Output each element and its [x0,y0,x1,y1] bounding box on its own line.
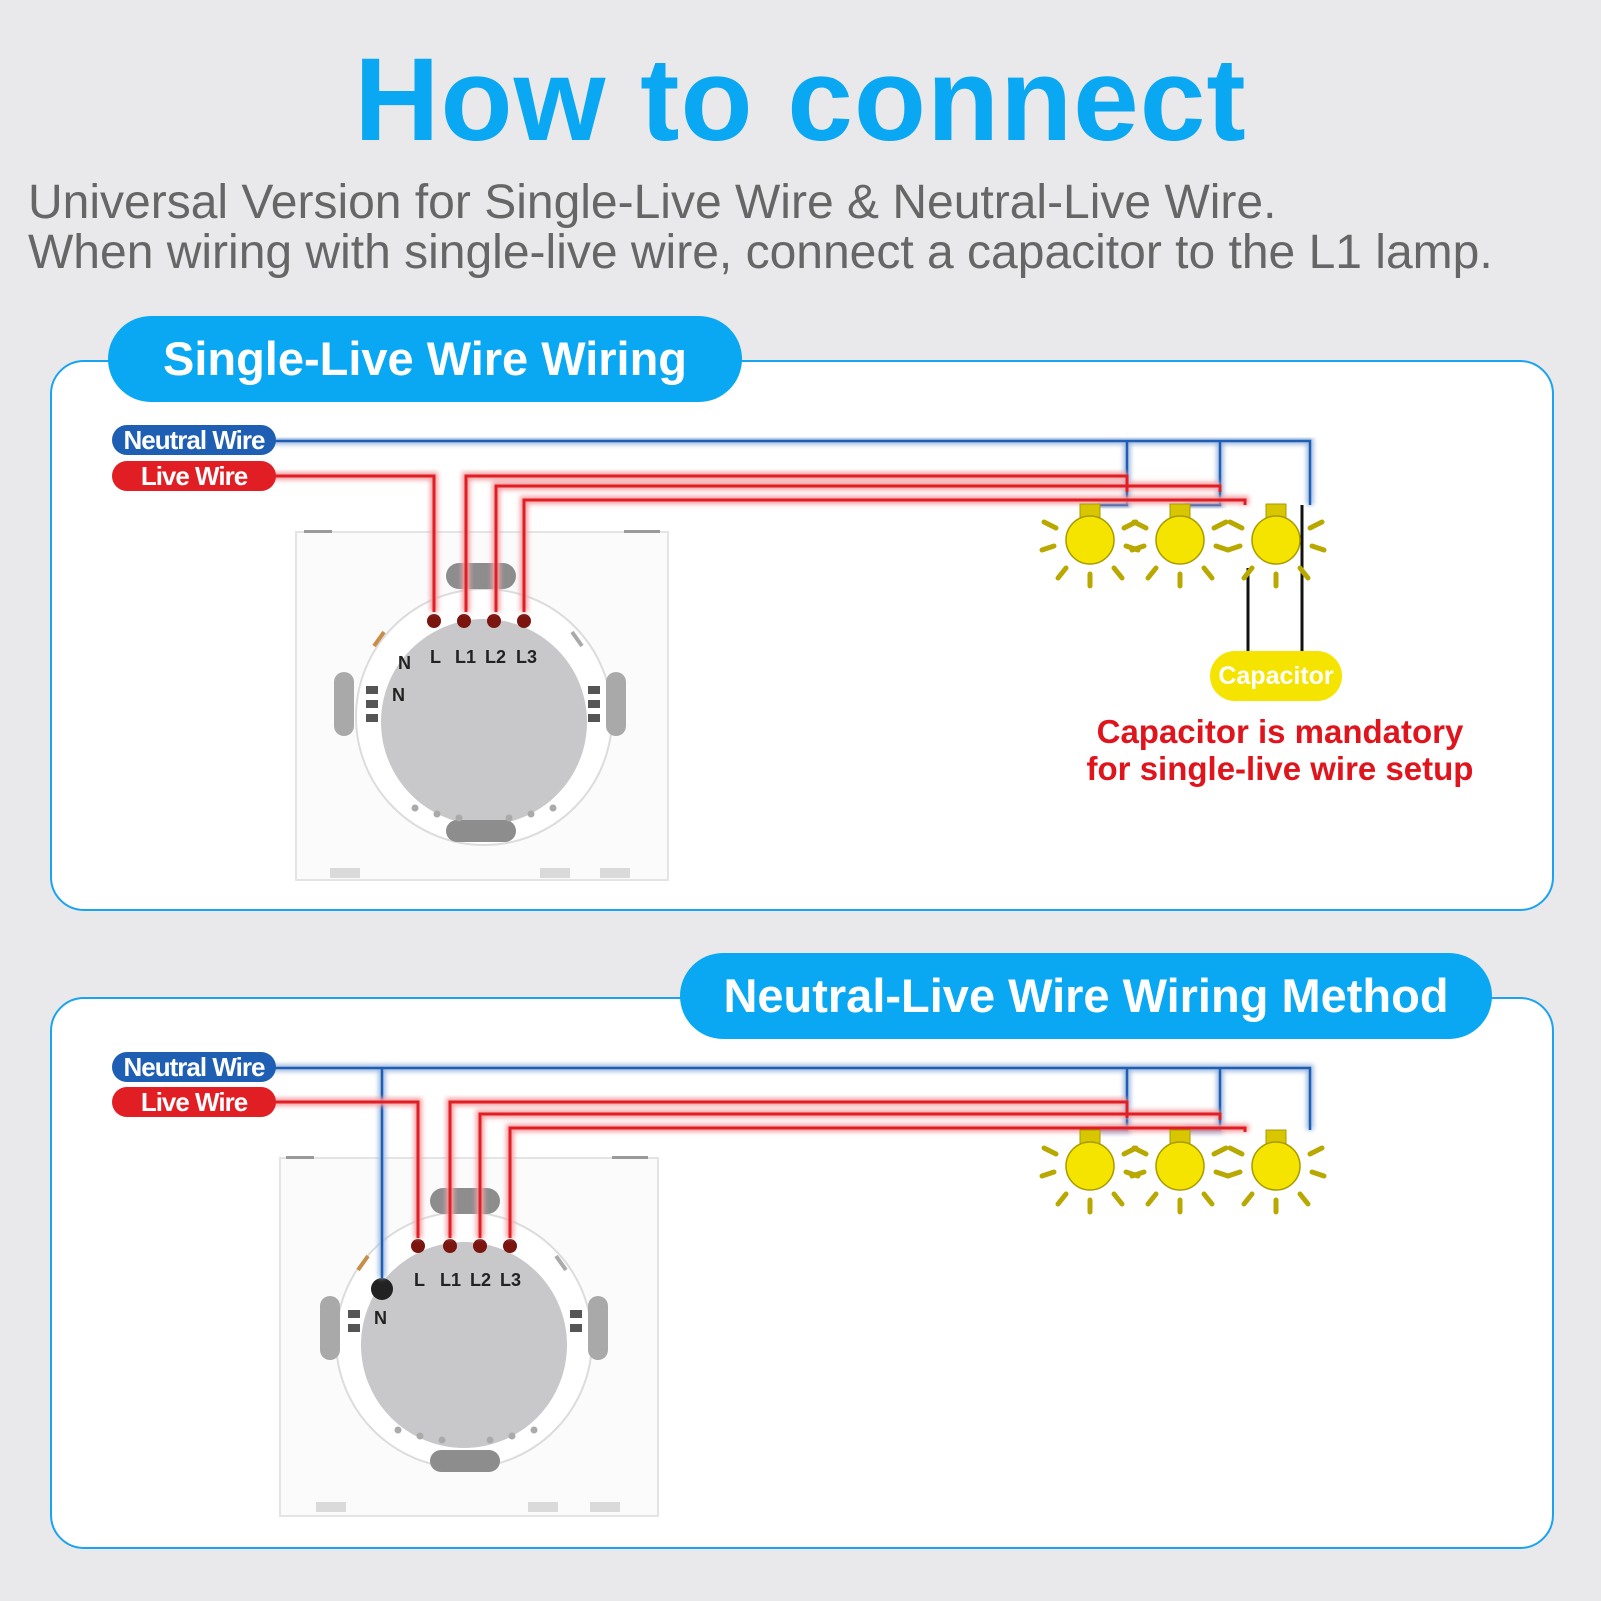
terminal-label-l1: L1 [440,1270,461,1290]
capacitor-badge [1210,651,1342,701]
capacitor-note-line-2: for single-live wire setup [1086,750,1474,787]
terminal-label-l1: L1 [455,647,476,667]
terminal-label-l2: L2 [470,1270,491,1290]
neutral-wire-label: Neutral Wire [112,1052,276,1082]
terminal-label-l: L [414,1270,425,1290]
lamp-icon [1225,1129,1327,1215]
lamp-icon [1225,503,1327,589]
side-label-n: N [374,1308,387,1328]
lamp-icon [1129,1129,1231,1215]
live-wire-label: Live Wire [112,1087,276,1117]
terminal-label-n: N [398,653,411,673]
terminal-label-l3: L3 [516,647,537,667]
lamp-icon [1129,503,1231,589]
page-title: How to connect [354,34,1247,166]
switch-unit-1 [295,530,669,881]
capacitor-note-line-1: Capacitor is mandatory [1096,713,1464,750]
subtitle-line-2: When wiring with single-live wire, conne… [28,226,1493,279]
live-wires-1 [272,472,1249,612]
live-wire-label: Live Wire [112,461,276,491]
side-label-n: N [392,685,405,705]
terminal-label-l3: L3 [500,1270,521,1290]
live-wires-2 [272,1098,1249,1238]
capacitor-note: Capacitor is mandatory for single-live w… [1030,713,1530,787]
neutral-live-heading: Neutral-Live Wire Wiring Method [680,953,1492,1039]
lamp-icon [1039,1129,1141,1215]
neutral-wire-1 [272,437,1314,509]
neutral-wire-label: Neutral Wire [112,425,276,455]
switch-unit-2 [279,1156,659,1517]
terminal-label-l: L [430,647,441,667]
subtitle: Universal Version for Single-Live Wire &… [28,178,1493,278]
single-live-heading: Single-Live Wire Wiring [108,316,742,402]
lamp-icon [1039,503,1141,589]
neutral-wire-2 [272,1064,1314,1278]
capacitor-leads [1246,505,1304,655]
capacitor-label: Capacitor [1218,662,1334,690]
subtitle-line-1: Universal Version for Single-Live Wire &… [28,176,1277,229]
terminal-label-l2: L2 [485,647,506,667]
